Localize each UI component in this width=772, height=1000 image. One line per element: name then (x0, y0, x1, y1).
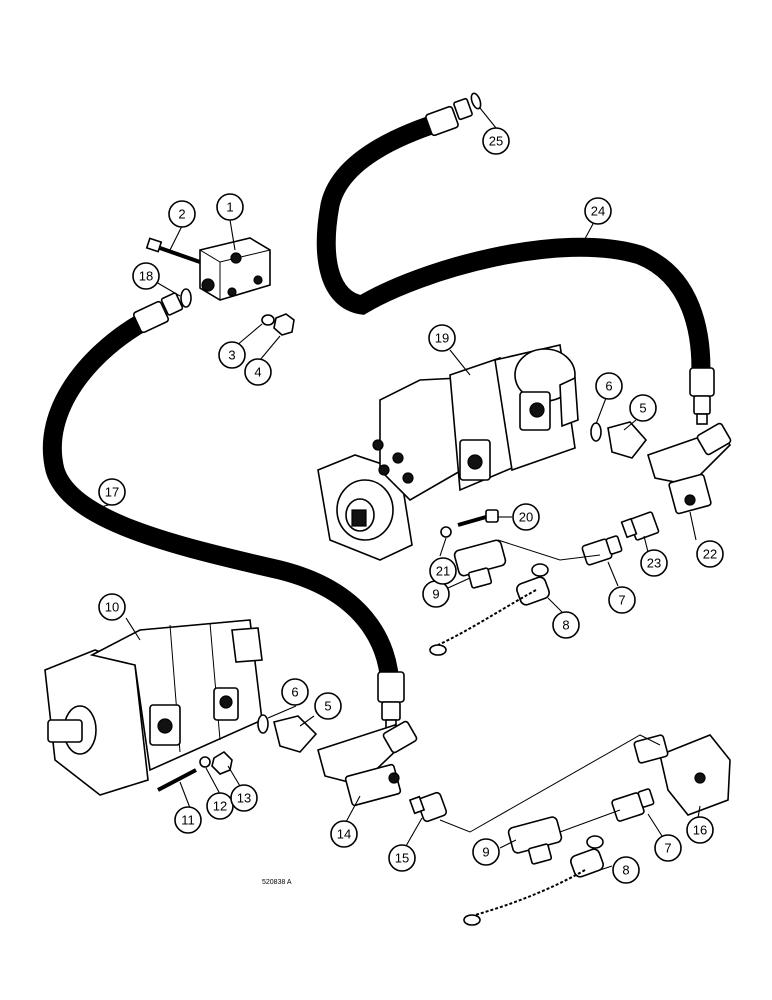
leader-lines (89, 107, 701, 871)
svg-text:17: 17 (105, 485, 119, 500)
pump-lower (44, 619, 263, 796)
callout-16: 16 (686, 816, 714, 844)
callout-17: 17 (98, 478, 126, 506)
hose-17-end-fitting-bottom (377, 671, 405, 731)
stud-11 (157, 768, 197, 792)
dust-cap-8-upper (429, 563, 550, 656)
drawing-reference-number: 520838 A (262, 879, 292, 886)
callout-7-upper: 7 (608, 586, 636, 614)
adapter-5-upper (607, 421, 648, 459)
tube-elbow-14 (317, 720, 418, 807)
callout-6-lower: 6 (281, 678, 309, 706)
callout-8-upper: 8 (552, 611, 580, 639)
svg-text:9: 9 (432, 587, 439, 602)
svg-text:4: 4 (254, 365, 261, 380)
callout-9-upper: 9 (422, 580, 450, 608)
hose-24-end-fitting-top (425, 92, 482, 137)
callout-12: 12 (206, 792, 234, 820)
callout-2: 2 (168, 200, 196, 228)
adapter-23 (620, 511, 660, 541)
callout-21: 21 (429, 557, 457, 585)
nut-13 (211, 750, 233, 775)
callout-20: 20 (512, 503, 540, 531)
callout-5-lower: 5 (314, 692, 342, 720)
callout-7-lower: 7 (654, 834, 682, 862)
callout-4: 4 (244, 358, 272, 386)
svg-text:22: 22 (703, 547, 717, 562)
svg-text:16: 16 (693, 823, 707, 838)
dust-cap-8-lower (463, 835, 604, 926)
svg-text:6: 6 (605, 379, 612, 394)
svg-text:20: 20 (519, 510, 533, 525)
svg-text:7: 7 (664, 841, 671, 856)
svg-text:10: 10 (105, 600, 119, 615)
coupler-9-upper (453, 539, 507, 589)
tee-16 (633, 734, 731, 816)
callout-23: 23 (640, 549, 668, 577)
svg-text:6: 6 (291, 685, 298, 700)
svg-text:21: 21 (436, 564, 450, 579)
svg-text:12: 12 (213, 799, 227, 814)
hose-17 (42, 308, 400, 700)
bolt-20 (457, 509, 499, 527)
svg-text:15: 15 (395, 851, 409, 866)
callout-5-upper: 5 (629, 394, 657, 422)
svg-text:13: 13 (237, 791, 251, 806)
adapter-5-lower (273, 715, 318, 753)
callout-11: 11 (174, 806, 202, 834)
callout-24: 24 (584, 197, 612, 225)
svg-text:23: 23 (647, 556, 661, 571)
svg-text:24: 24 (591, 204, 605, 219)
callout-18: 18 (132, 262, 160, 290)
hose-17-end-fitting-top (132, 292, 184, 334)
o-ring-6-lower (257, 714, 269, 734)
callout-3: 3 (218, 341, 246, 369)
washer-12 (199, 756, 211, 768)
valve-block (199, 237, 271, 301)
svg-text:14: 14 (337, 827, 351, 842)
coupler-9-lower (507, 816, 563, 865)
callout-9-lower: 9 (472, 838, 500, 866)
svg-text:11: 11 (181, 813, 195, 828)
bolt (145, 237, 201, 264)
callout-10: 10 (98, 593, 126, 621)
svg-text:8: 8 (562, 618, 569, 633)
svg-text:19: 19 (435, 331, 449, 346)
nut-4 (273, 313, 295, 336)
plug-15 (408, 791, 448, 823)
svg-text:18: 18 (139, 269, 153, 284)
coupler-7-upper (581, 535, 623, 566)
washer-21 (440, 526, 452, 538)
callout-19: 19 (428, 324, 456, 352)
svg-text:5: 5 (639, 401, 646, 416)
tube-elbow-22 (647, 422, 732, 515)
svg-text:3: 3 (228, 348, 235, 363)
tandem-pump-upper (317, 344, 579, 561)
callout-14: 14 (330, 820, 358, 848)
callout-22: 22 (696, 540, 724, 568)
svg-text:8: 8 (622, 863, 629, 878)
callout-8-lower: 8 (612, 856, 640, 884)
svg-text:1: 1 (226, 200, 233, 215)
o-ring-18 (180, 288, 192, 308)
hose-24 (316, 112, 711, 400)
svg-text:5: 5 (324, 699, 331, 714)
svg-text:25: 25 (489, 134, 503, 149)
callout-1: 1 (216, 193, 244, 221)
callout-15: 15 (388, 844, 416, 872)
callout-13: 13 (230, 784, 258, 812)
callout-25: 25 (482, 127, 510, 155)
o-ring-6-upper (590, 422, 602, 442)
svg-text:9: 9 (482, 845, 489, 860)
svg-text:7: 7 (618, 593, 625, 608)
svg-text:2: 2 (178, 207, 185, 222)
washer-3 (261, 314, 275, 326)
hose-24-end-fitting-bottom (689, 367, 715, 425)
callout-6-upper: 6 (595, 372, 623, 400)
coupler-7-lower (611, 788, 655, 822)
